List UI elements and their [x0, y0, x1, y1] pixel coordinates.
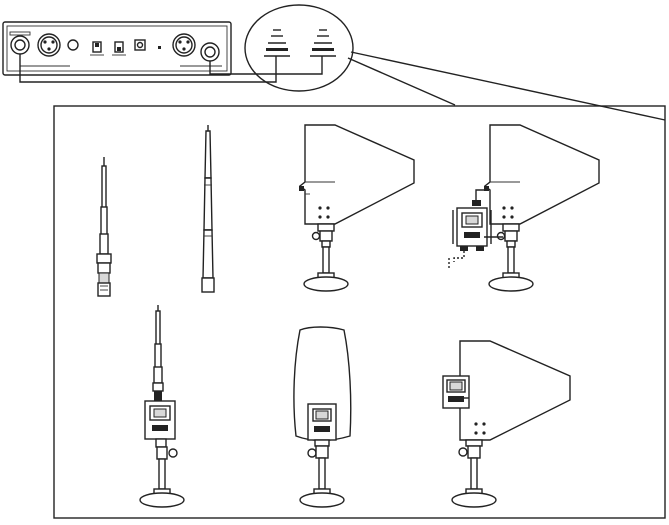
booster-module-icon: [448, 189, 503, 270]
switch-icon: [90, 41, 104, 56]
zoom-line: [347, 57, 456, 106]
zoom-line: [350, 51, 666, 121]
connector-callout: [244, 4, 354, 92]
bnc-connector-icon: [9, 31, 31, 55]
telescopic-antenna-short: [96, 157, 112, 297]
dc-jack-icon: [134, 39, 146, 51]
bnc-connector-icon: [200, 42, 220, 62]
telescopic-antenna-long: [201, 125, 215, 293]
whip-on-stand-with-booster: [139, 305, 185, 508]
round-button-icon: [67, 39, 79, 51]
receiver-rear-panel: [2, 21, 232, 76]
cable-end-icon: [264, 29, 290, 70]
directional-paddle-with-booster: [448, 124, 600, 292]
paddle-stand-side-booster: [442, 340, 571, 508]
rounded-panel-with-booster: [293, 326, 352, 508]
xlr-connector-icon: [172, 33, 196, 57]
options-frame: [53, 105, 666, 519]
cable-end-icon: [310, 29, 336, 70]
xlr-connector-icon: [37, 33, 61, 57]
switch-icon: [112, 41, 126, 56]
directional-paddle-antenna: [298, 124, 415, 292]
antenna-cables: [19, 54, 323, 83]
